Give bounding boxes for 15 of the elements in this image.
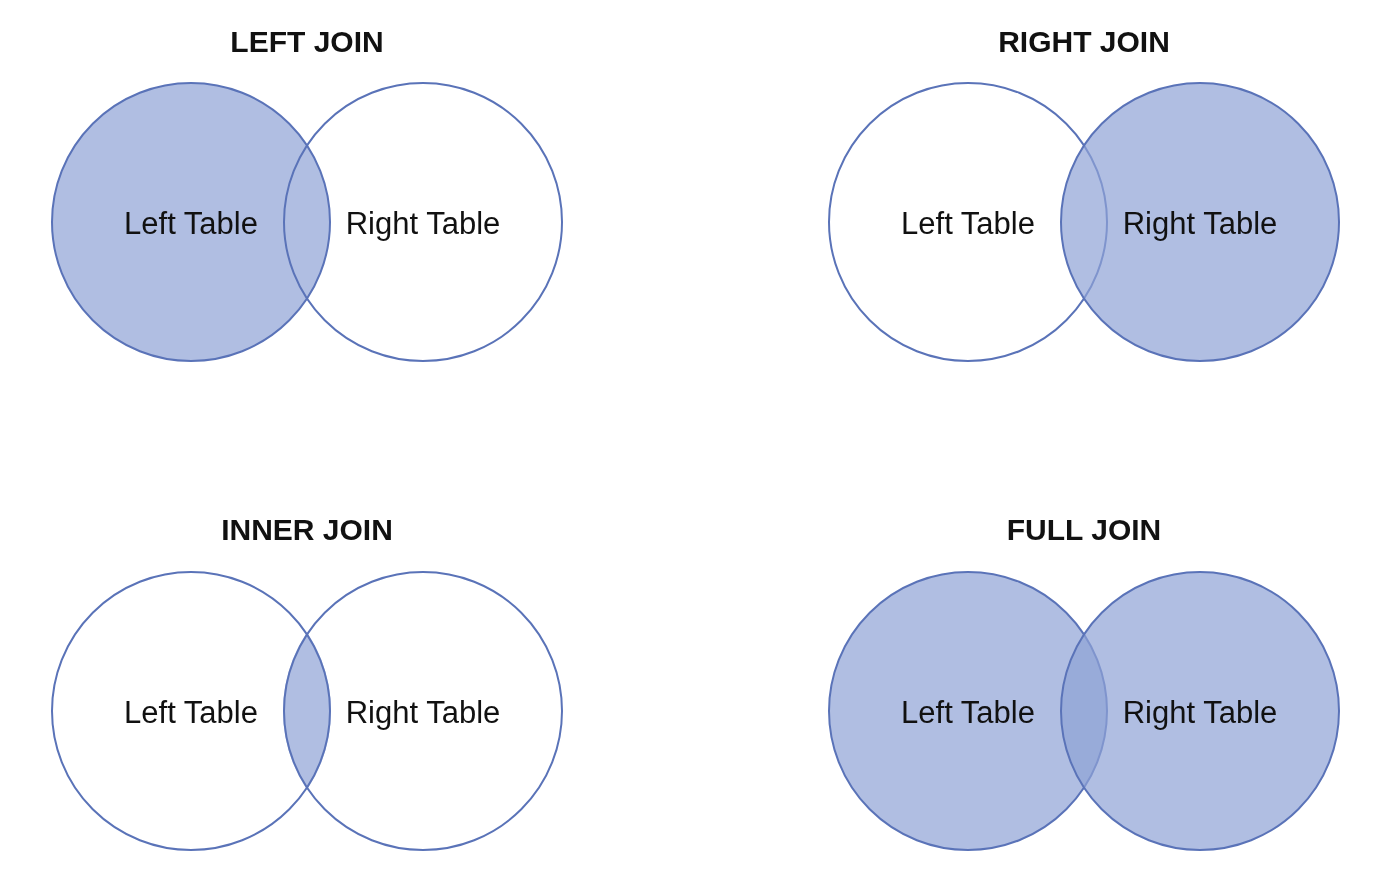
venn-circle	[51, 571, 331, 851]
circle-label: Right Table	[345, 695, 501, 731]
circle-label: Left Table	[124, 695, 258, 731]
panel-title: INNER JOIN	[221, 513, 393, 547]
circle-label: Right Table	[345, 206, 501, 242]
panel-title: FULL JOIN	[1006, 513, 1162, 547]
venn-circle	[283, 571, 563, 851]
circle-label: Left Table	[901, 695, 1035, 731]
circle-label: Left Table	[124, 206, 258, 242]
circle-label: Right Table	[1122, 695, 1278, 731]
panel-title: RIGHT JOIN	[998, 25, 1170, 59]
panel-title: LEFT JOIN	[230, 25, 384, 59]
circle-label: Right Table	[1122, 206, 1278, 242]
venn-circle	[283, 82, 563, 362]
circle-label: Left Table	[901, 206, 1035, 242]
